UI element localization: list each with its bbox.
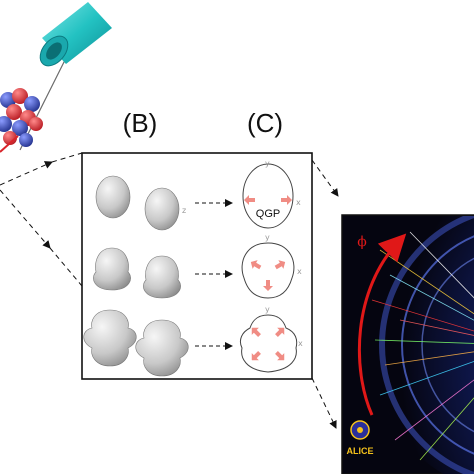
particle-tracks	[371, 231, 474, 461]
qgp-flow-icon: y x	[241, 233, 302, 299]
qgp-flow-icon: y x	[239, 305, 303, 373]
alice-logo-text: ALICE	[347, 446, 374, 456]
dashed-connectors	[0, 152, 339, 429]
axis-y-label: y	[265, 159, 270, 168]
alice-logo-icon: ALICE	[347, 420, 374, 456]
panel-label-b: (B)	[123, 108, 158, 138]
qgp-label: QGP	[256, 208, 280, 220]
qgp-flow-icon: y x QGP	[242, 159, 301, 229]
panel-label-c: (C)	[247, 108, 283, 138]
axis-x-label: x	[297, 267, 302, 276]
nucleus-shape-icon: z	[95, 175, 186, 231]
shape-panel: z y x QGP y x	[81, 152, 313, 380]
phi-arrow	[357, 233, 407, 416]
phi-label: ϕ	[357, 234, 367, 250]
axis-z-label: z	[182, 206, 186, 215]
beam-pipe-icon	[19, 2, 112, 151]
nucleus-shape-icon	[93, 247, 181, 299]
axis-x-label: x	[298, 339, 303, 348]
event-display: ϕ ALICE	[341, 214, 474, 474]
axis-x-label: x	[296, 198, 301, 207]
axis-y-label: y	[265, 305, 270, 314]
axis-y-label: y	[265, 233, 270, 242]
nucleus-shape-icon	[83, 309, 189, 377]
nucleus-icon	[0, 88, 43, 153]
